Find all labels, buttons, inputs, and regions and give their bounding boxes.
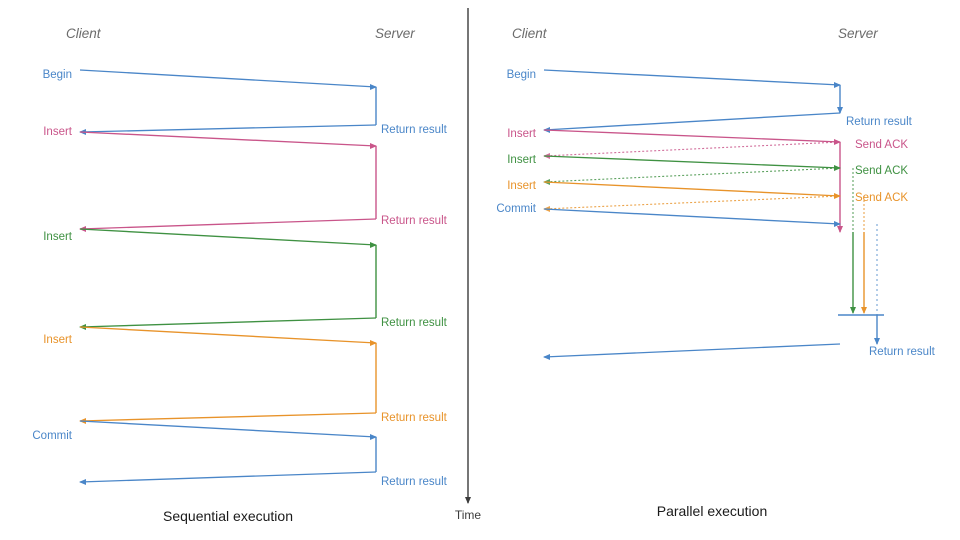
lane-title-server: Server [838,26,878,41]
message-label: Insert [507,180,537,192]
message-arrow[interactable] [79,131,377,149]
message-arrow[interactable] [79,412,377,424]
message-arrow[interactable] [79,124,377,135]
lane-title-client: Client [66,26,102,41]
message-label: Return result [381,215,448,227]
message-arrow[interactable] [543,141,841,159]
message-label: Send ACK [855,139,908,151]
message-arrow[interactable] [543,155,841,171]
panel-caption: Sequential execution [163,508,293,524]
message-label: Commit [496,203,536,215]
message-label: Insert [43,231,73,243]
message-label: Return result [381,476,448,488]
message-arrow[interactable] [543,195,841,212]
message-label: Insert [43,334,73,346]
lane-title-client: Client [512,26,548,41]
message-label: Return result [846,116,913,128]
message-arrow[interactable] [79,471,377,485]
message-arrow[interactable] [543,208,841,227]
message-arrow[interactable] [79,69,377,90]
message-arrow[interactable] [543,343,841,360]
message-arrow[interactable] [79,420,377,440]
time-axis: Time [455,8,482,522]
message-label: Insert [507,154,537,166]
message-label: Return result [381,124,448,136]
message-label: Return result [869,346,936,358]
message-label: Insert [507,128,537,140]
message-arrow[interactable] [79,228,377,248]
message-arrow[interactable] [543,129,841,145]
message-arrow[interactable] [543,112,841,133]
lane-title-server: Server [375,26,415,41]
message-label: Insert [43,126,73,138]
message-arrow[interactable] [79,218,377,232]
message-arrow[interactable] [543,181,841,199]
message-arrow[interactable] [543,69,841,88]
message-label: Begin [507,69,536,81]
message-label: Begin [43,69,72,81]
message-arrow[interactable] [543,167,841,185]
message-label: Return result [381,317,448,329]
message-label: Commit [32,430,72,442]
message-arrow[interactable] [79,317,377,330]
message-label: Send ACK [855,192,908,204]
message-label: Return result [381,412,448,424]
time-axis-label: Time [455,508,482,522]
panel-caption: Parallel execution [657,503,768,519]
message-label: Send ACK [855,165,908,177]
message-arrow[interactable] [79,326,377,346]
